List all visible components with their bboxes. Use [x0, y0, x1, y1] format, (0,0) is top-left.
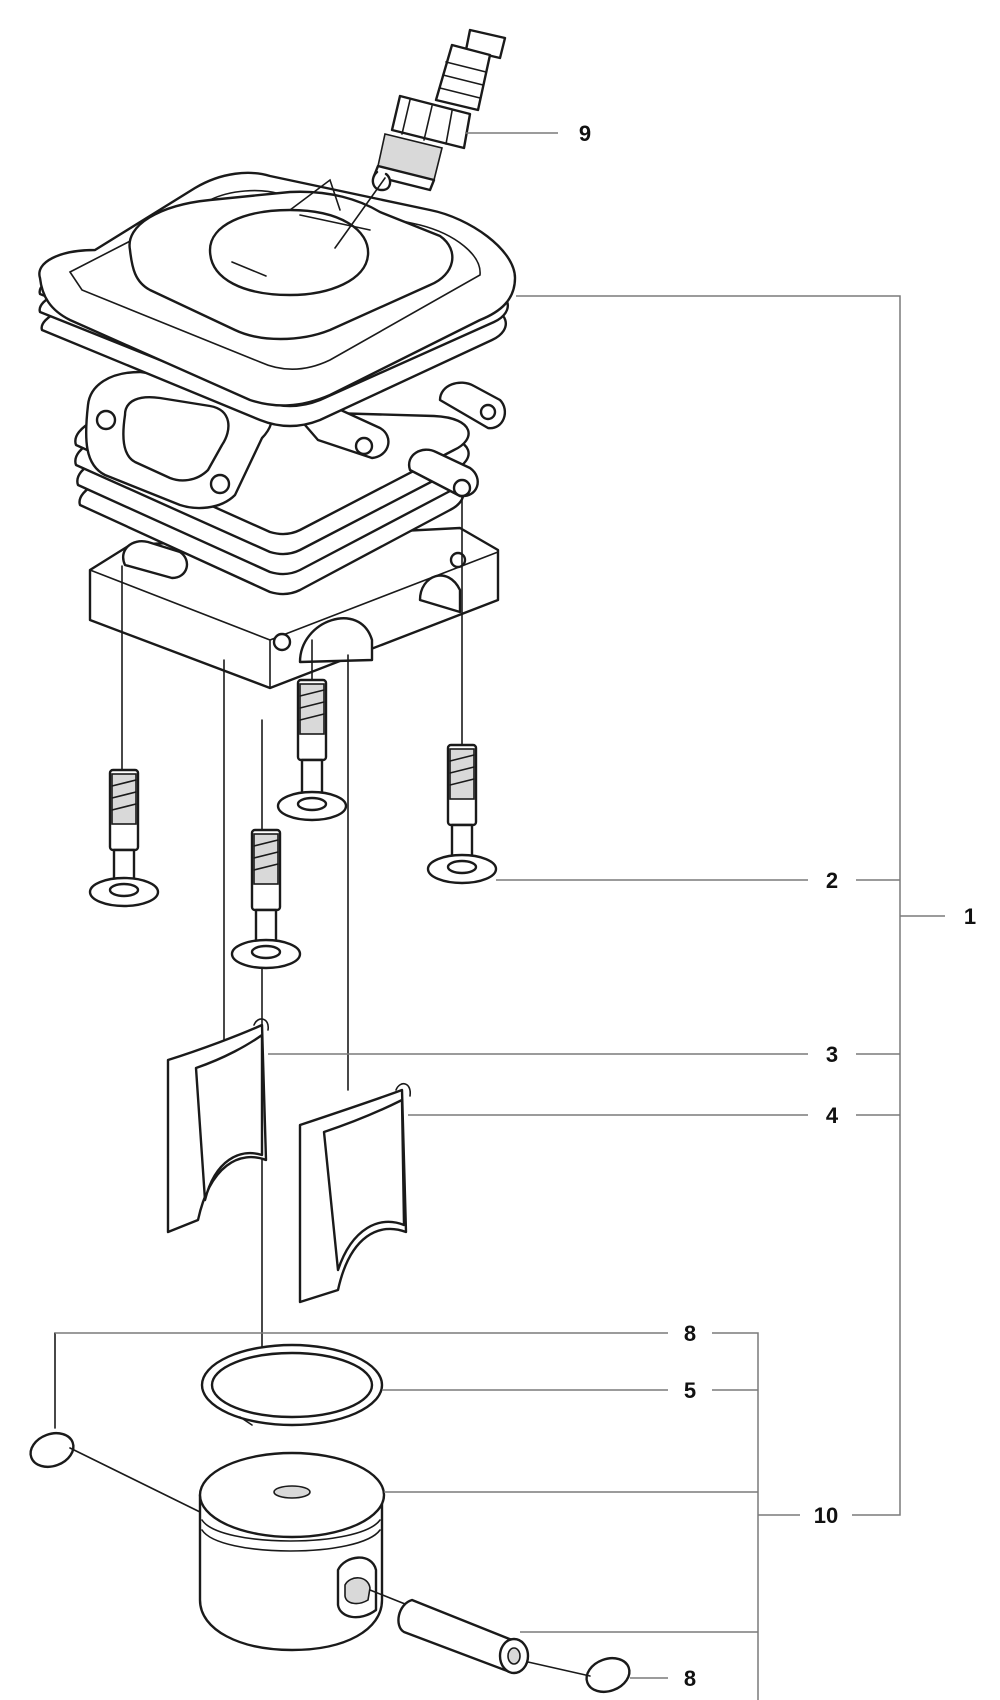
screw-left: [88, 565, 160, 908]
callout-5: 5: [684, 1378, 696, 1403]
screw-center-left: [230, 828, 302, 970]
circlip-left: [29, 1332, 201, 1513]
transfer-cover-right: [298, 1083, 411, 1304]
callout-4: 4: [826, 1103, 839, 1128]
callout-labels: 9 1 2 3 4 8 5 10 8: [579, 121, 976, 1691]
spark-plug-axis: [334, 177, 386, 249]
circlip-right: [527, 1656, 631, 1694]
callout-9: 9: [579, 121, 591, 146]
transfer-cover-left: [166, 1018, 269, 1234]
leader-lines: [55, 132, 945, 1700]
spark-plug: [371, 28, 507, 192]
callout-3: 3: [826, 1042, 838, 1067]
piston-ring: [200, 1343, 384, 1427]
cylinder: [38, 171, 517, 690]
piston: [198, 1451, 386, 1652]
callout-8-bottom: 8: [684, 1666, 696, 1691]
callout-1: 1: [964, 904, 976, 929]
screw-right: [426, 495, 498, 885]
callout-2: 2: [826, 868, 838, 893]
callout-8-top: 8: [684, 1321, 696, 1346]
piston-pin: [369, 1589, 530, 1675]
screw-center-right: [276, 639, 348, 822]
callout-10: 10: [814, 1503, 838, 1528]
